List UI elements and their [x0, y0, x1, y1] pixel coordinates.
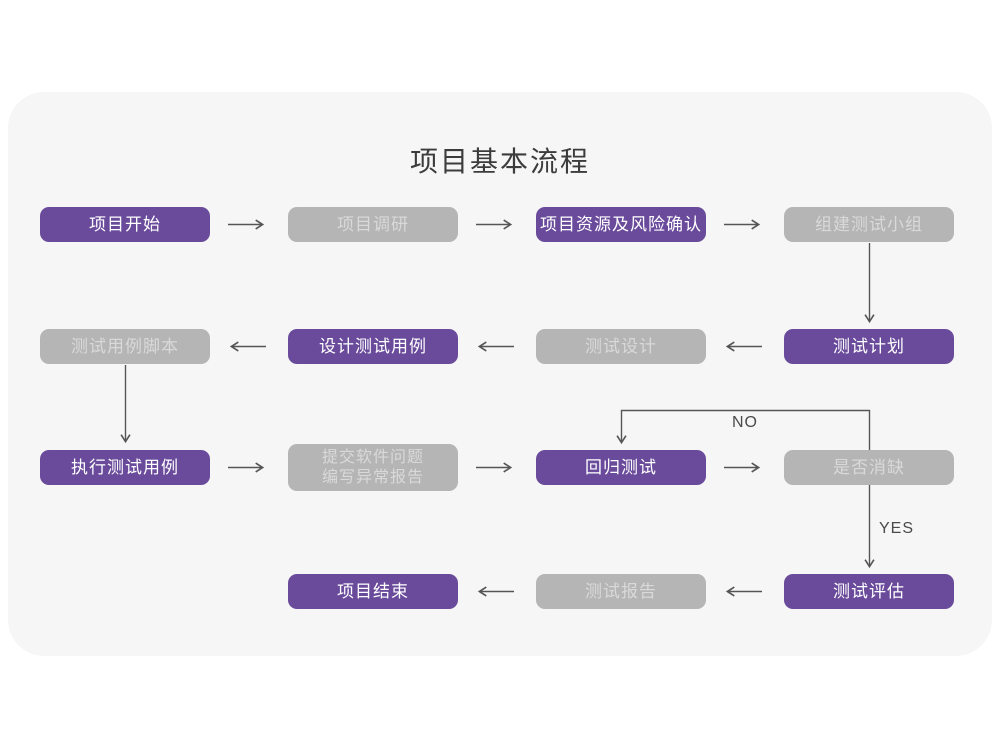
node-project-resources-risk: 项目资源及风险确认: [536, 207, 706, 242]
node-label-line2: 编写异常报告: [321, 468, 424, 486]
node-test-evaluation: 测试评估: [784, 574, 954, 609]
diagram-card: [8, 92, 992, 656]
node-project-end: 项目结束: [288, 574, 458, 609]
node-label: 项目结束: [337, 581, 409, 601]
node-label: 执行测试用例: [71, 457, 179, 477]
node-label: 项目调研: [337, 214, 409, 234]
node-label: 项目资源及风险确认: [540, 214, 702, 234]
node-regression-test: 回归测试: [536, 450, 706, 485]
node-defect-resolved: 是否消缺: [784, 450, 954, 485]
node-project-research: 项目调研: [288, 207, 458, 242]
node-build-test-team: 组建测试小组: [784, 207, 954, 242]
node-label: 测试用例脚本: [71, 336, 179, 356]
node-label: 回归测试: [585, 457, 657, 477]
node-label: 测试报告: [585, 581, 657, 601]
node-test-design: 测试设计: [536, 329, 706, 364]
node-design-test-cases: 设计测试用例: [288, 329, 458, 364]
node-project-start: 项目开始: [40, 207, 210, 242]
node-label: 测试评估: [833, 581, 905, 601]
node-execute-test-cases: 执行测试用例: [40, 450, 210, 485]
node-label: 设计测试用例: [319, 336, 427, 356]
node-label: 测试计划: [833, 336, 905, 356]
node-label: 组建测试小组: [815, 214, 923, 234]
node-label: 测试设计: [585, 336, 657, 356]
node-test-report: 测试报告: [536, 574, 706, 609]
node-test-plan: 测试计划: [784, 329, 954, 364]
arrow-no-loop: [616, 409, 871, 450]
label-no-branch: NO: [732, 414, 758, 431]
node-submit-issue-report: 提交软件问题 编写异常报告: [288, 444, 458, 491]
diagram-title: 项目基本流程: [409, 146, 590, 177]
node-test-case-script: 测试用例脚本: [40, 329, 210, 364]
label-yes-branch: YES: [879, 520, 915, 537]
node-label: 项目开始: [89, 214, 161, 234]
node-label: 是否消缺: [833, 457, 905, 477]
node-label-line1: 提交软件问题: [321, 448, 424, 466]
